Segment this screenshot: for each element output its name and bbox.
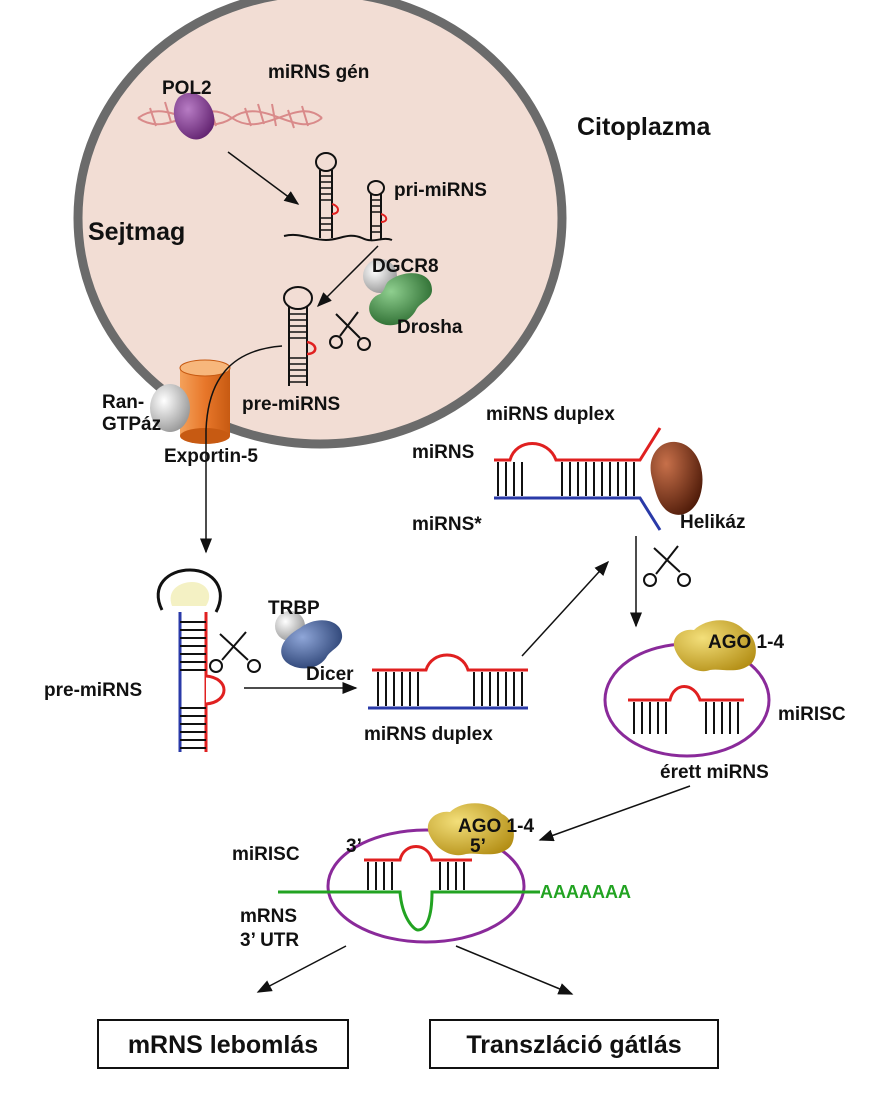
scissors-icon <box>643 545 691 587</box>
pre-mirna-nucleus-label: pre-miRNS <box>242 394 340 415</box>
mirna-duplex-bottom-label: miRNS duplex <box>364 724 493 745</box>
mirna-duplex-bottom <box>368 653 528 710</box>
outcome-translation-box <box>429 1019 719 1069</box>
scissors-icon <box>329 311 371 351</box>
five-prime-label: 5’ <box>470 836 486 857</box>
arrow-to-translation-inhibition <box>455 945 574 995</box>
gtpaz-label: GTPáz <box>102 414 161 435</box>
arrow-duplex-to-helicase <box>521 560 610 657</box>
mirisc-bottom-label: miRISC <box>232 844 300 865</box>
exportin-label: Exportin-5 <box>164 446 258 467</box>
pre-mirna-hairpin-cytoplasm <box>156 568 226 752</box>
ago-bottom-label: AGO 1-4 <box>458 816 534 837</box>
mirna-star-label: miRNS* <box>412 514 482 535</box>
dicer-enzyme <box>281 620 343 669</box>
mature-mirna-label: érett miRNS <box>660 762 769 783</box>
mirna-label: miRNS <box>412 442 474 463</box>
ago-protein-bottom <box>427 803 514 856</box>
mirna-duplex-top <box>494 427 662 531</box>
cytoplasm-label: Citoplazma <box>577 113 711 141</box>
ago-protein-top <box>673 620 756 672</box>
arrow-export <box>200 345 283 554</box>
mirisc-top-label: miRISC <box>778 704 846 725</box>
mirisc-bottom-complex <box>326 828 526 944</box>
pri-mirna-label: pri-miRNS <box>394 180 487 201</box>
arrow-to-degradation <box>256 945 347 993</box>
arrow-mature-to-target <box>538 785 691 842</box>
target-mrna-binding <box>278 845 540 932</box>
polya-tail-label: AAAAAAA <box>540 882 631 902</box>
outcome-degradation-label: mRNS lebomlás <box>128 1031 318 1059</box>
ran-label: Ran- <box>102 392 144 413</box>
helicase-enzyme <box>650 441 703 515</box>
scissors-icon <box>209 631 261 673</box>
trbp-label: TRBP <box>268 598 320 619</box>
three-prime-label: 3’ <box>346 836 362 857</box>
nucleus-label: Sejtmag <box>88 218 185 246</box>
mrna-label: mRNS <box>240 906 297 927</box>
drosha-enzyme <box>369 273 432 326</box>
drosha-label: Drosha <box>397 317 463 338</box>
utr-label: 3’ UTR <box>240 930 299 951</box>
outcome-degradation-box <box>97 1019 349 1069</box>
mature-mirna-strand-top <box>628 685 744 734</box>
pre-mirna-hairpin-nucleus <box>283 286 317 386</box>
pri-mirna-structure <box>283 152 393 242</box>
ran-gtpase <box>150 384 190 432</box>
dicer-label: Dicer <box>306 664 354 685</box>
arrow-gene-to-pri <box>227 151 300 205</box>
helicase-label: Helikáz <box>680 512 745 533</box>
exportin-5-channel <box>179 359 231 444</box>
dgcr8-label: DGCR8 <box>372 256 439 277</box>
arrow-pri-to-pre <box>316 245 379 308</box>
mirna-duplex-top-label: miRNS duplex <box>486 404 615 425</box>
mirna-gene-label: miRNS gén <box>268 62 369 83</box>
pol2-enzyme <box>173 92 215 140</box>
pol2-label: POL2 <box>162 78 212 99</box>
pre-mirna-cytoplasm-label: pre-miRNS <box>44 680 142 701</box>
outcome-translation-label: Transzláció gátlás <box>466 1031 681 1059</box>
ago-top-label: AGO 1-4 <box>708 632 784 653</box>
